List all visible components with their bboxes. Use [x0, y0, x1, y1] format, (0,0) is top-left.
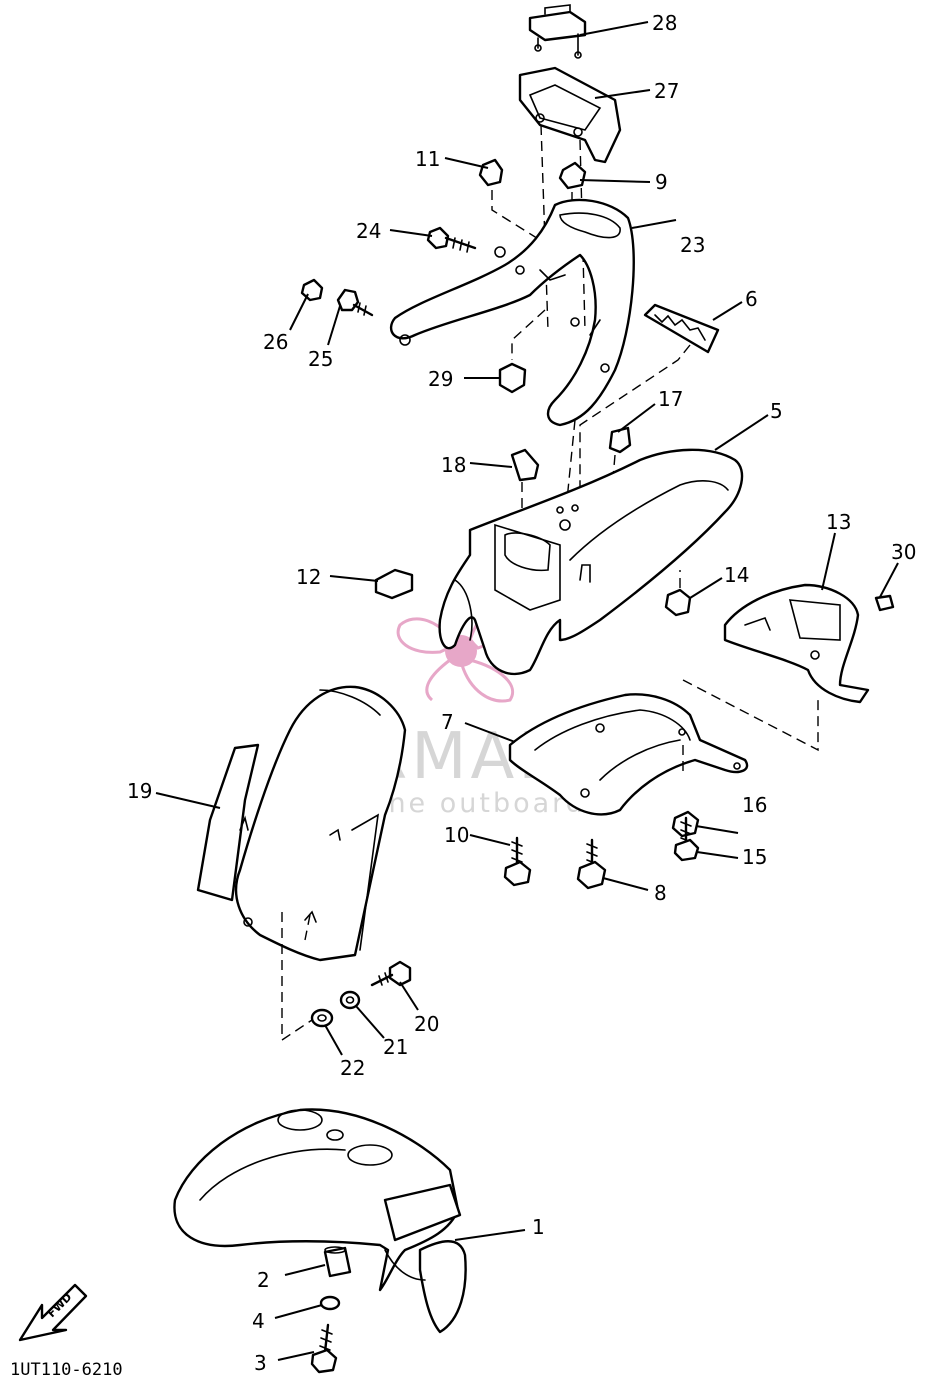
callout-29: 29	[428, 367, 453, 391]
part-13-cover	[682, 583, 870, 752]
callout-8: 8	[654, 881, 667, 905]
part-4-washer	[319, 1295, 341, 1311]
callout-16: 16	[742, 793, 767, 817]
callout-14: 14	[724, 563, 749, 587]
callout-15: 15	[742, 845, 767, 869]
callout-7: 7	[441, 710, 454, 734]
callout-2: 2	[257, 1268, 270, 1292]
part-1-front-fender	[173, 1108, 467, 1334]
part-19-inner-fender	[196, 685, 407, 1042]
callout-13: 13	[826, 510, 851, 534]
callout-26: 26	[263, 330, 288, 354]
part-26-nut	[300, 278, 324, 302]
callout-22: 22	[340, 1056, 365, 1080]
callout-23: 23	[680, 233, 705, 257]
callout-9: 9	[655, 170, 668, 194]
callout-5: 5	[770, 399, 783, 423]
callout-21: 21	[383, 1035, 408, 1059]
callout-25: 25	[308, 347, 333, 371]
callout-6: 6	[745, 287, 758, 311]
part-24-bolt	[426, 226, 477, 253]
callout-19: 19	[127, 779, 152, 803]
leader-lines	[155, 21, 899, 1361]
part-30-pad	[874, 594, 895, 612]
part-11-nut	[478, 158, 541, 241]
callout-24: 24	[356, 219, 381, 243]
part-2-collar	[323, 1246, 352, 1278]
part-27-mount	[518, 66, 622, 331]
callout-20: 20	[414, 1012, 439, 1036]
part-3-bolt	[310, 1323, 338, 1374]
part-5-rear-fender	[438, 448, 744, 676]
part-25-bolt	[336, 288, 374, 317]
diagram-code: 1UT110-6210	[10, 1360, 123, 1380]
part-10-bolt	[503, 836, 532, 887]
part-6-label	[643, 303, 720, 354]
part-7-plate	[508, 693, 749, 816]
callout-12: 12	[296, 565, 321, 589]
part-15-bolt	[673, 816, 700, 862]
part-14-nut	[664, 570, 692, 617]
callout-11: 11	[415, 147, 440, 171]
callout-1: 1	[532, 1215, 545, 1239]
callout-28: 28	[652, 11, 677, 35]
callout-17: 17	[658, 387, 683, 411]
callout-18: 18	[441, 453, 466, 477]
callout-3: 3	[254, 1351, 267, 1375]
part-20-bolt	[370, 960, 412, 987]
part-28-bracket	[528, 4, 587, 59]
callout-10: 10	[444, 823, 469, 847]
callout-4: 4	[252, 1309, 265, 1333]
part-12-connector	[374, 568, 414, 600]
callout-30: 30	[891, 540, 916, 564]
part-8-bolt	[576, 838, 607, 890]
callout-27: 27	[654, 79, 679, 103]
part-21-washer	[339, 990, 361, 1010]
part-29-grommet	[498, 362, 527, 394]
callout-labels: 28 27 11 9 24 23 6 26 25 29 17 5 18 13 3…	[127, 11, 916, 1375]
part-22-washer	[310, 1008, 334, 1028]
part-18-clip	[510, 448, 540, 520]
fwd-direction-arrow: FWD	[18, 1283, 88, 1342]
